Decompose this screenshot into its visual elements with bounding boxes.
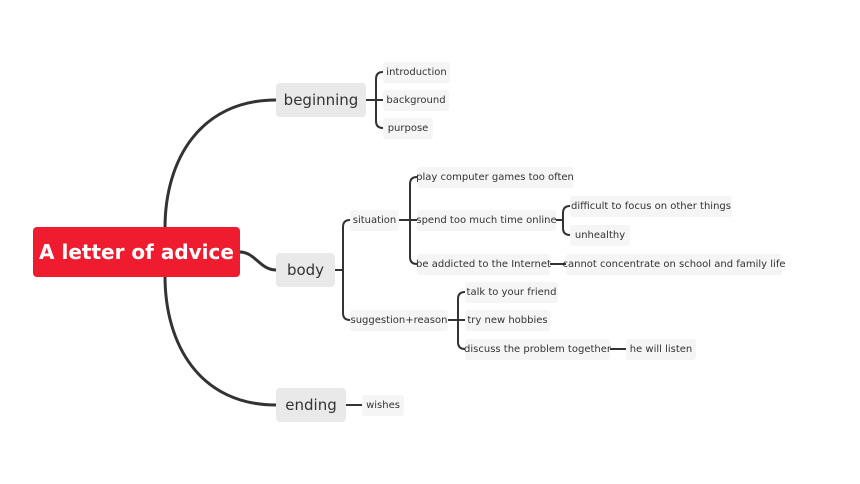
connector-online-details: [555, 205, 571, 236]
connector-root-ending: [163, 274, 278, 407]
topic-background[interactable]: background: [383, 90, 449, 111]
topic-try-new-hobbies[interactable]: try new hobbies: [465, 310, 550, 331]
branch-ending[interactable]: ending: [276, 388, 346, 422]
topic-unhealthy[interactable]: unhealthy: [570, 225, 630, 246]
topic-purpose[interactable]: purpose: [383, 118, 433, 139]
connector-body-children: [334, 219, 351, 321]
topic-he-will-listen[interactable]: he will listen: [626, 339, 696, 360]
topic-play-computer-games[interactable]: play computer games too often: [416, 167, 574, 188]
root-topic[interactable]: A letter of advice: [33, 227, 240, 277]
topic-introduction[interactable]: introduction: [383, 62, 450, 83]
connector-root-body: [238, 250, 278, 272]
connector-suggestion-items: [447, 291, 466, 350]
connector-situation-items: [398, 176, 418, 265]
topic-situation[interactable]: situation: [350, 210, 399, 231]
topic-difficult-focus[interactable]: difficult to focus on other things: [570, 196, 732, 217]
topic-talk-to-friend[interactable]: talk to your friend: [465, 282, 558, 303]
branch-body[interactable]: body: [276, 253, 335, 287]
topic-wishes[interactable]: wishes: [362, 395, 404, 416]
topic-discuss-problem[interactable]: discuss the problem together: [464, 339, 611, 360]
topic-suggestion-reason[interactable]: suggestion+reason: [350, 310, 448, 331]
connector-root-beginning: [163, 98, 278, 230]
topic-addicted-internet[interactable]: be addicted to the Internet: [416, 254, 551, 275]
topic-cannot-concentrate[interactable]: cannot concentrate on school and family …: [563, 254, 786, 275]
topic-spend-too-much-time[interactable]: spend too much time online: [416, 210, 557, 231]
connector-beginning-items: [365, 71, 384, 129]
branch-beginning[interactable]: beginning: [276, 83, 366, 117]
